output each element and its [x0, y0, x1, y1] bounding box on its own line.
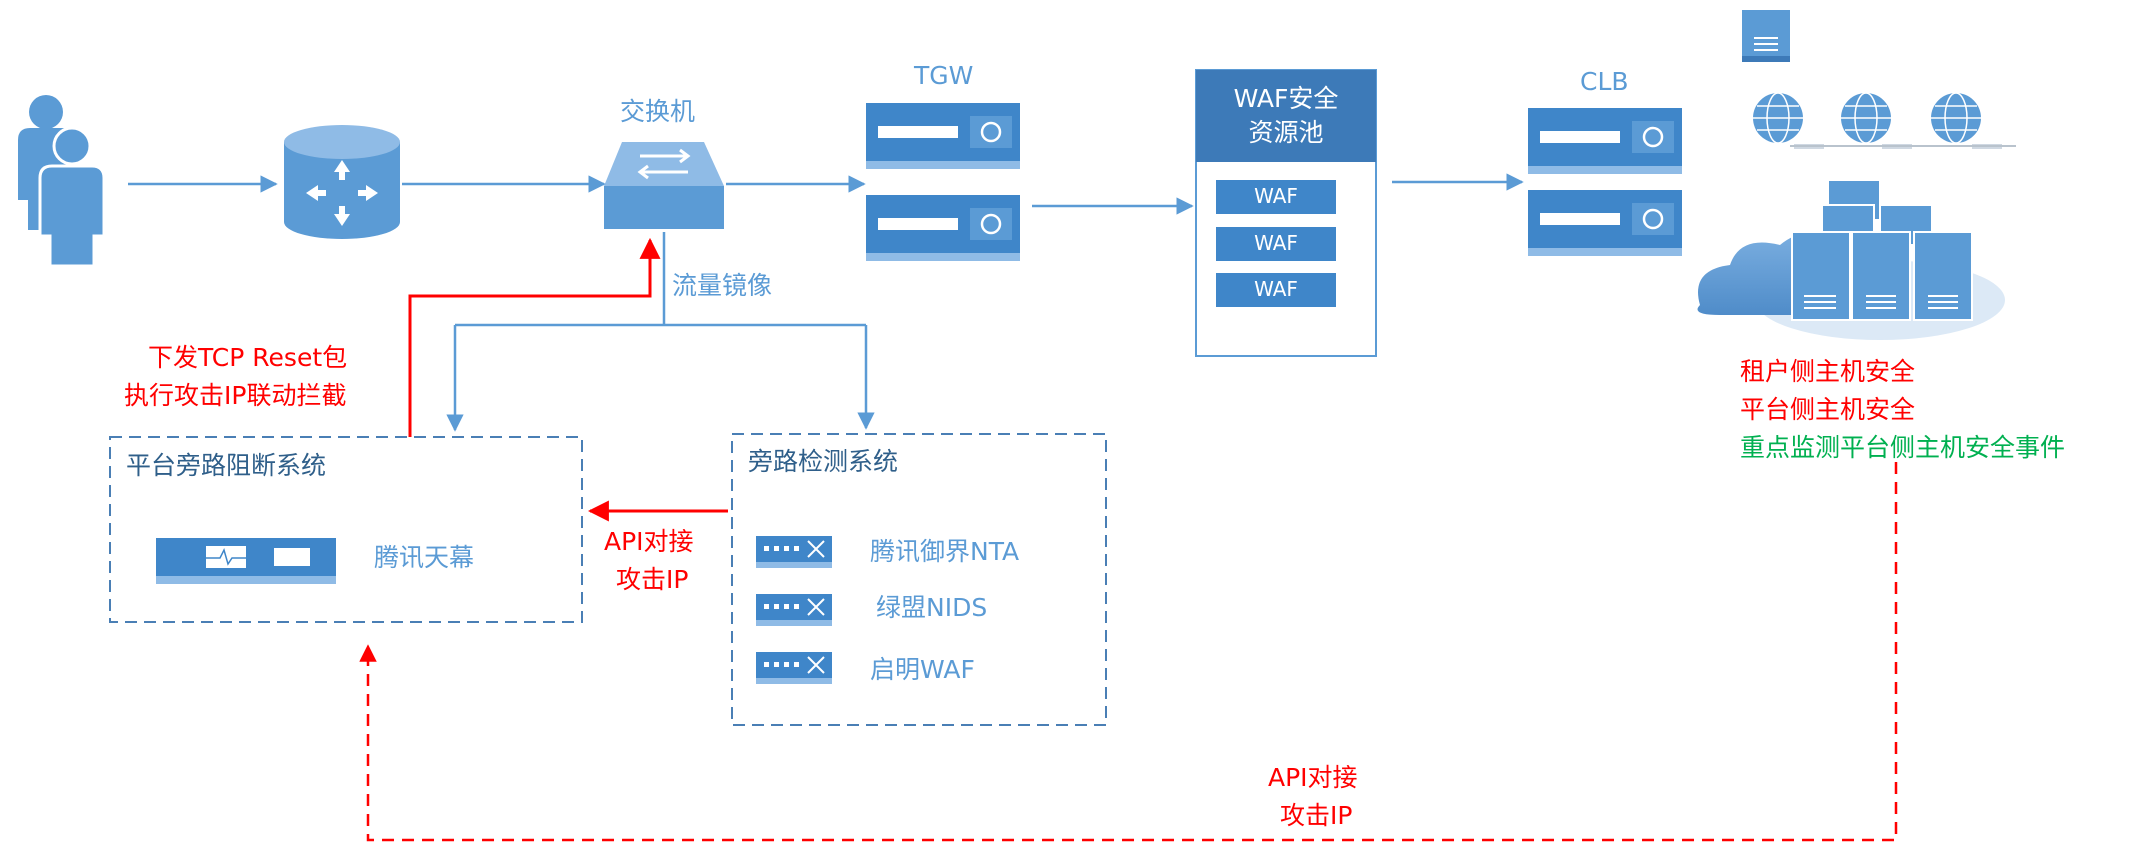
- waf-item-3: WAF: [1254, 277, 1298, 301]
- clb-server-2: [1528, 190, 1682, 256]
- nta-appliance-icon: [756, 536, 832, 568]
- blocking-system-title: 平台旁路阻断系统: [126, 451, 327, 480]
- detection-system-box: [731, 433, 1107, 726]
- switch-label: 交换机: [620, 97, 696, 126]
- tgw-server-2: [866, 195, 1020, 261]
- detection-item-nta: 腾讯御界NTA: [870, 537, 1020, 566]
- globe-icon: [1931, 92, 2002, 149]
- clb-label: CLB: [1580, 67, 1629, 96]
- globe-icon: [1753, 92, 1824, 149]
- mirror-label: 流量镜像: [672, 271, 773, 300]
- detection-item-nids: 绿盟NIDS: [876, 593, 988, 622]
- waf-pool-title: WAF安全 资源池: [1233, 84, 1339, 147]
- detection-item-waf: 启明WAF: [870, 655, 975, 684]
- tianmu-appliance-icon: [156, 538, 336, 584]
- users-icon: [18, 95, 106, 268]
- blocking-system-box: [109, 436, 583, 623]
- tianmu-label: 腾讯天幕: [374, 543, 475, 572]
- tgw-label: TGW: [914, 61, 974, 90]
- waf-pool-box: [1195, 69, 1377, 357]
- api-arrow-host-to-blocking: [359, 462, 1898, 842]
- reset-arrow: [408, 237, 661, 437]
- switch-icon: [604, 142, 724, 229]
- cloud-servers-icon: [1697, 179, 2005, 340]
- tgw-server-1: [866, 103, 1020, 169]
- main-flow-arrows: [128, 173, 1524, 215]
- nids-appliance-icon: [756, 594, 832, 626]
- api-bottom-label-line1: API对接: [1268, 763, 1358, 792]
- globe-icon: [1841, 92, 1912, 149]
- detection-system-title: 旁路检测系统: [748, 447, 899, 476]
- host-security-line3: 重点监测平台侧主机安全事件: [1740, 433, 2066, 462]
- api-mid-label-line1: API对接: [604, 527, 694, 556]
- api-mid-label-line2: 攻击IP: [616, 565, 689, 594]
- reset-label-line1: 下发TCP Reset包: [148, 343, 348, 372]
- waf-item-1: WAF: [1254, 184, 1298, 208]
- globe-icons: [1753, 92, 2016, 149]
- router-icon: [284, 125, 400, 239]
- api-bottom-label-line2: 攻击IP: [1280, 801, 1353, 830]
- waf-appliance-icon: [756, 652, 832, 684]
- host-security-line1: 租户侧主机安全: [1740, 357, 1916, 386]
- small-server-icon: [1742, 10, 1790, 62]
- mirror-branch: [446, 232, 875, 432]
- host-security-line2: 平台侧主机安全: [1740, 395, 1916, 424]
- clb-server-1: [1528, 108, 1682, 174]
- reset-label-line2: 执行攻击IP联动拦截: [124, 381, 347, 410]
- waf-item-2: WAF: [1254, 231, 1298, 255]
